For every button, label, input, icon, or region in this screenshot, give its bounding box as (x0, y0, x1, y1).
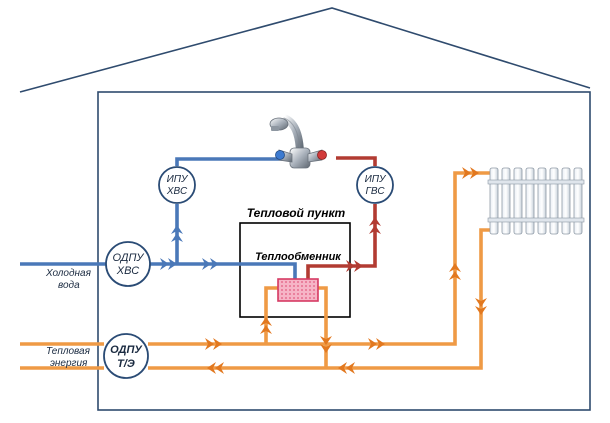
flow-arrows (160, 167, 487, 374)
faucet-icon (269, 114, 327, 169)
arrow-left-icon (338, 362, 355, 374)
arrow-up-icon (449, 263, 461, 280)
arrow-up-icon (260, 317, 272, 334)
heat-point-box (239, 222, 351, 318)
meter-odpu-te: ОДПУ Т/Э (103, 333, 149, 379)
cold-water-label: вода (58, 280, 80, 291)
arrow-right-icon (462, 167, 479, 179)
heat-energy-label: Тепловая (46, 346, 91, 357)
heat-energy-label: энергия (50, 358, 88, 369)
house-outline (19, 7, 591, 411)
meter-label: ГВС (365, 186, 385, 197)
arrow-down-icon (320, 336, 332, 353)
meter-label: ОДПУ (113, 252, 145, 264)
meter-label: ИПУ (167, 174, 189, 185)
arrow-left-icon (207, 362, 224, 374)
cold-water-pipes (20, 157, 297, 280)
meter-label: ХВС (116, 265, 139, 277)
heat-exchanger (277, 278, 319, 302)
meter-ipu-hvs: ИПУ ХВС (158, 166, 196, 204)
arrow-up-icon (171, 225, 183, 242)
arrow-right-icon (202, 258, 219, 270)
arrow-right-icon (160, 258, 177, 270)
arrow-right-icon (205, 338, 222, 350)
arrow-down-icon (475, 298, 487, 315)
arrow-right-icon (346, 260, 363, 272)
cold-water-label: Холодная (45, 268, 92, 279)
heat-exchanger-label: Теплообменник (255, 251, 342, 263)
arrow-right-icon (368, 338, 385, 350)
arrow-up-icon (369, 217, 381, 234)
meter-odpu-hvs: ОДПУ ХВС (105, 241, 151, 287)
hot-water-pipes (306, 156, 377, 280)
meter-label: ИПУ (365, 174, 387, 185)
meter-ipu-gvs: ИПУ ГВС (356, 166, 394, 204)
heat-point-label: Тепловой пункт (247, 206, 346, 220)
radiator-icon (487, 167, 585, 235)
meter-label: ХВС (166, 186, 188, 197)
meter-label: ОДПУ (110, 344, 143, 356)
meter-label: Т/Э (117, 358, 135, 370)
